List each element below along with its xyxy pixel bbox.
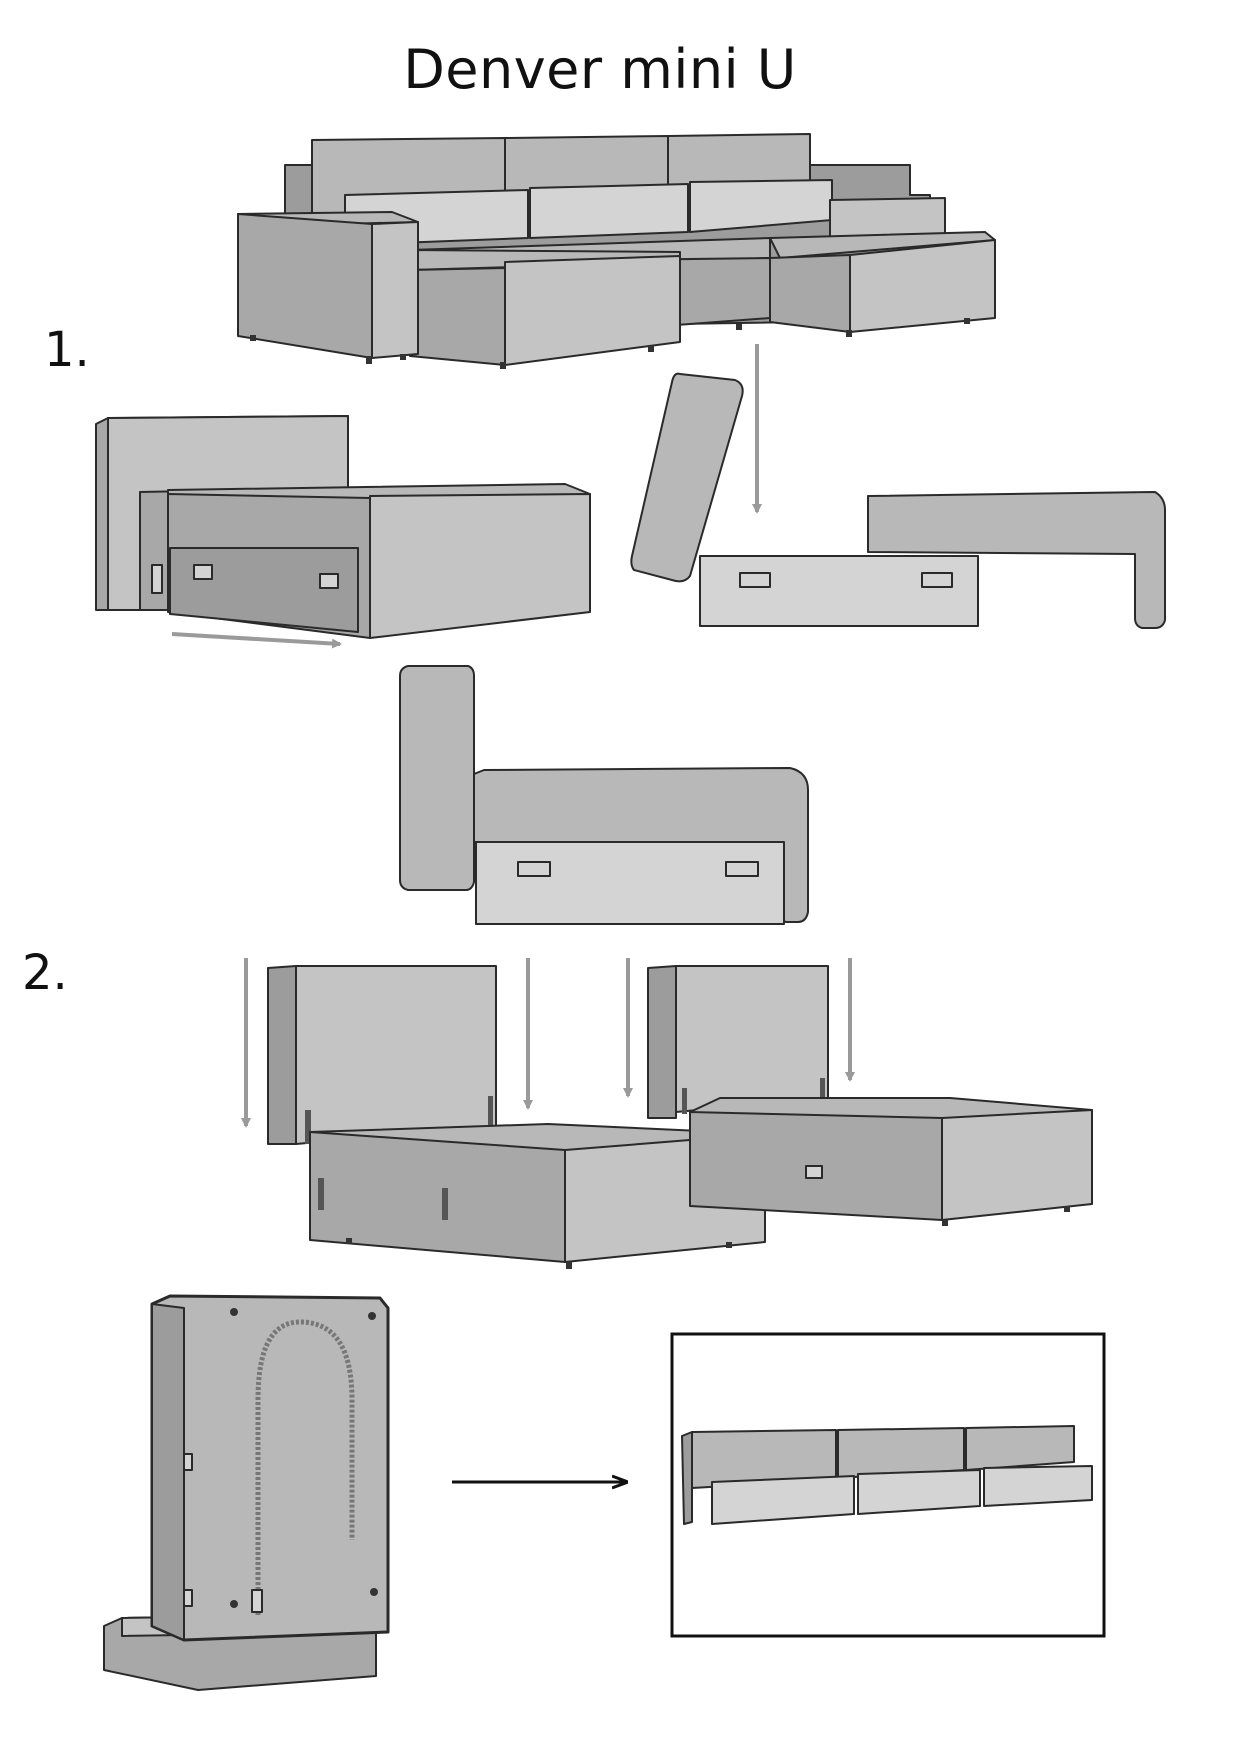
sofa-overview-illustration [237, 133, 996, 369]
cushion-with-zipper [103, 1294, 390, 1691]
zipper-icon [251, 1589, 263, 1613]
result-backrest-frame [670, 1332, 1106, 1638]
step1-cushion-lift [630, 344, 1166, 629]
step1-assembled-module [399, 665, 809, 925]
step-2-label: 2. [22, 945, 68, 1001]
step2-left-seat-and-back [241, 958, 766, 1269]
step1-module-with-drawer [95, 415, 591, 649]
step-1-label: 1. [44, 322, 90, 378]
page-title: Denver mini U [403, 38, 797, 101]
step2-right-seat-and-back [623, 958, 1093, 1226]
